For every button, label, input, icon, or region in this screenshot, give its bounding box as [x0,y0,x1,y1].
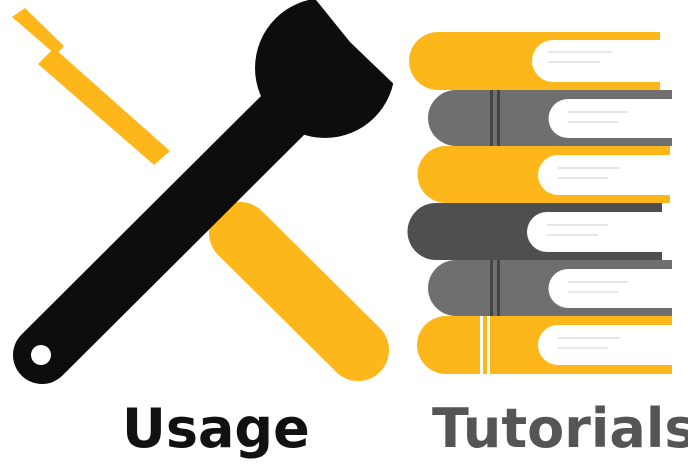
book-4 [407,203,666,260]
wrench-jaw-opening [316,0,400,90]
screwdriver-icon [12,8,389,381]
book-stack-icon [407,32,676,374]
wrench-handle [13,86,312,384]
book-3 [417,146,674,203]
screwdriver-shaft [38,48,170,165]
wrench-hole [31,345,51,365]
screwdriver-handle [209,202,389,381]
tutorials-caption: Tutorials [432,397,688,460]
book-1 [409,32,665,90]
book-2 [428,90,676,146]
usage-caption: Usage [122,397,310,460]
wrench-icon [13,0,400,384]
book-6 [417,316,676,374]
screwdriver-blade [12,8,64,55]
tools-and-books-illustration [12,0,676,384]
book-5 [428,260,676,316]
